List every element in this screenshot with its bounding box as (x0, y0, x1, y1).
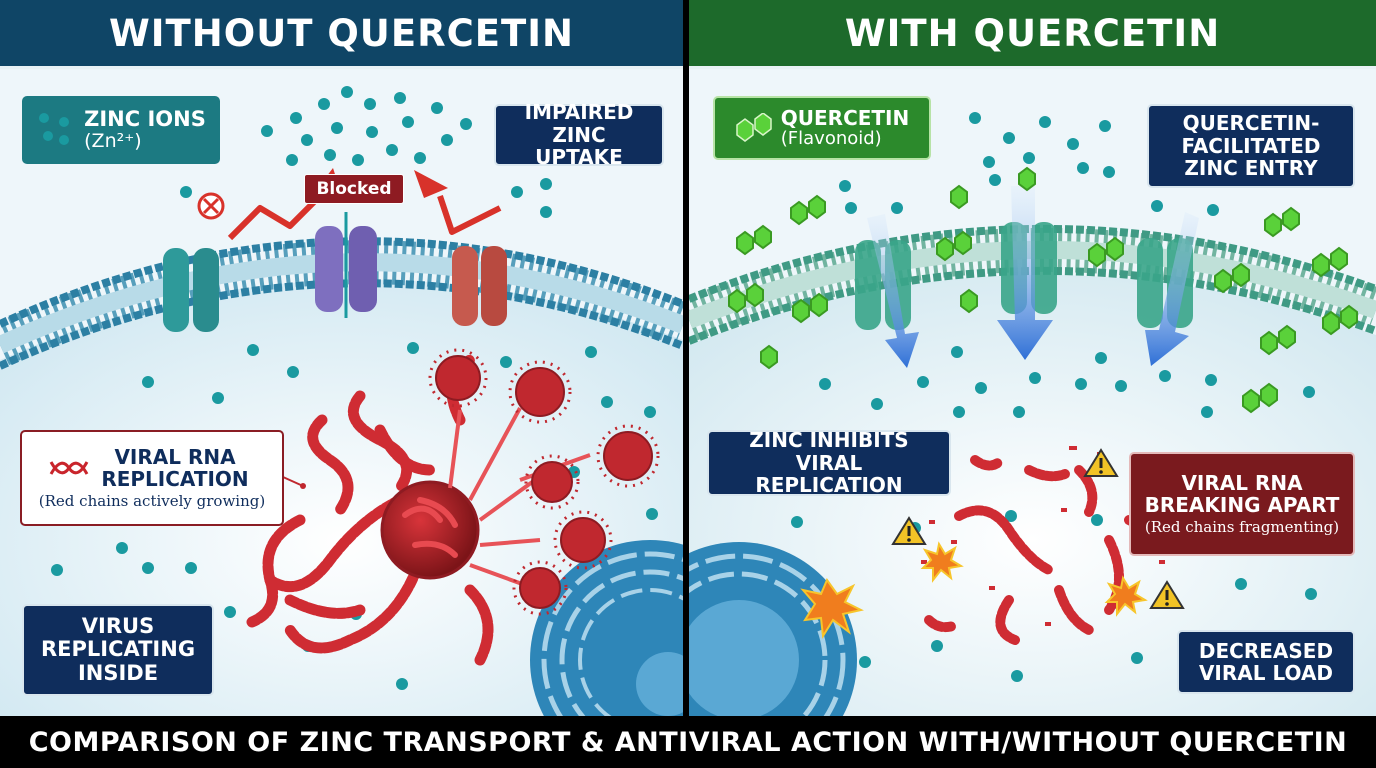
footer-caption: COMPARISON OF ZINC TRANSPORT & ANTIVIRAL… (0, 716, 1376, 768)
facilitated-zinc-entry-box: QUERCETIN-FACILITATED ZINC ENTRY (1147, 104, 1355, 188)
zinc-ions-label: ZINC IONS (84, 106, 206, 131)
transport-channel-red (452, 246, 507, 326)
facilitated-zinc-entry-label: QUERCETIN-FACILITATED ZINC ENTRY (1181, 111, 1321, 181)
zinc-inhibits-label: ZINC INHIBITS VIRAL REPLICATION (749, 428, 909, 498)
viral-rna-replication-note: (Red chains actively growing) (38, 492, 266, 511)
zinc-ions-label-box: ZINC IONS (Zn²⁺) (22, 96, 220, 164)
virions (428, 348, 660, 616)
dna-icon (49, 461, 89, 475)
zinc-ion-dot (43, 131, 54, 142)
panel-title-without-quercetin: WITHOUT QUERCETIN (0, 0, 683, 69)
zinc-inhibits-box: ZINC INHIBITS VIRAL REPLICATION (707, 428, 951, 498)
quercetin-note: (Flavonoid) (780, 128, 882, 150)
burst-icons (800, 541, 1148, 639)
zinc-dots-icon (36, 110, 74, 150)
viral-rna-replication-box: VIRAL RNA REPLICATION (Red chains active… (20, 430, 284, 526)
zinc-ion-dot (39, 113, 50, 124)
impaired-zinc-uptake-box: IMPAIRED ZINC UPTAKE (494, 100, 664, 170)
rna-breaking-apart-box: VIRAL RNA BREAKING APART (Red chains fra… (1129, 452, 1355, 556)
impaired-zinc-uptake-label: IMPAIRED ZINC UPTAKE (524, 100, 634, 170)
transport-channel-teal (163, 248, 219, 332)
panel-without-quercetin: WITHOUT QUERCETIN ZINC IONS (Zn²⁺) IMPAI… (0, 0, 683, 716)
zinc-entry-arrows (867, 186, 1199, 368)
zinc-ion-dot (59, 117, 70, 128)
zinc-ion-dot (59, 135, 70, 146)
transport-channel-blocked (315, 212, 377, 318)
cell-nucleus-right (689, 542, 857, 716)
blocked-label: Blocked (304, 174, 404, 204)
rna-breaking-apart-note: (Red chains fragmenting) (1144, 518, 1340, 537)
cell-nucleus (530, 540, 683, 716)
quercetin-label-box: QUERCETIN (Flavonoid) (713, 96, 931, 160)
zinc-ions-formula: (Zn²⁺) (84, 130, 142, 153)
replicating-virus (380, 480, 480, 580)
fragmented-rna (924, 455, 1156, 645)
decreased-viral-load-box: DECREASED VIRAL LOAD (1177, 630, 1355, 694)
blocked-arrows (227, 183, 502, 241)
quercetin-label: QUERCETIN (780, 105, 910, 130)
rna-breaking-apart-label: VIRAL RNA BREAKING APART (1144, 470, 1340, 518)
decreased-viral-load-label: DECREASED VIRAL LOAD (1198, 638, 1334, 685)
warning-icon (891, 448, 1185, 609)
virus-replicating-box: VIRUS REPLICATING INSIDE (22, 604, 214, 696)
panel-with-quercetin: WITH QUERCETIN QUERCETIN (Flavonoid) QUE… (689, 0, 1376, 716)
no-entry-icon (197, 192, 225, 220)
virus-replicating-label: VIRUS REPLICATING INSIDE (40, 613, 196, 685)
quercetin-molecules (728, 166, 1358, 414)
right-scene (689, 0, 1376, 716)
viral-rna-replication-label: VIRAL RNA REPLICATION (101, 444, 249, 492)
panel-title-with-quercetin: WITH QUERCETIN (689, 0, 1376, 69)
quercetin-molecule-icon (736, 112, 772, 142)
